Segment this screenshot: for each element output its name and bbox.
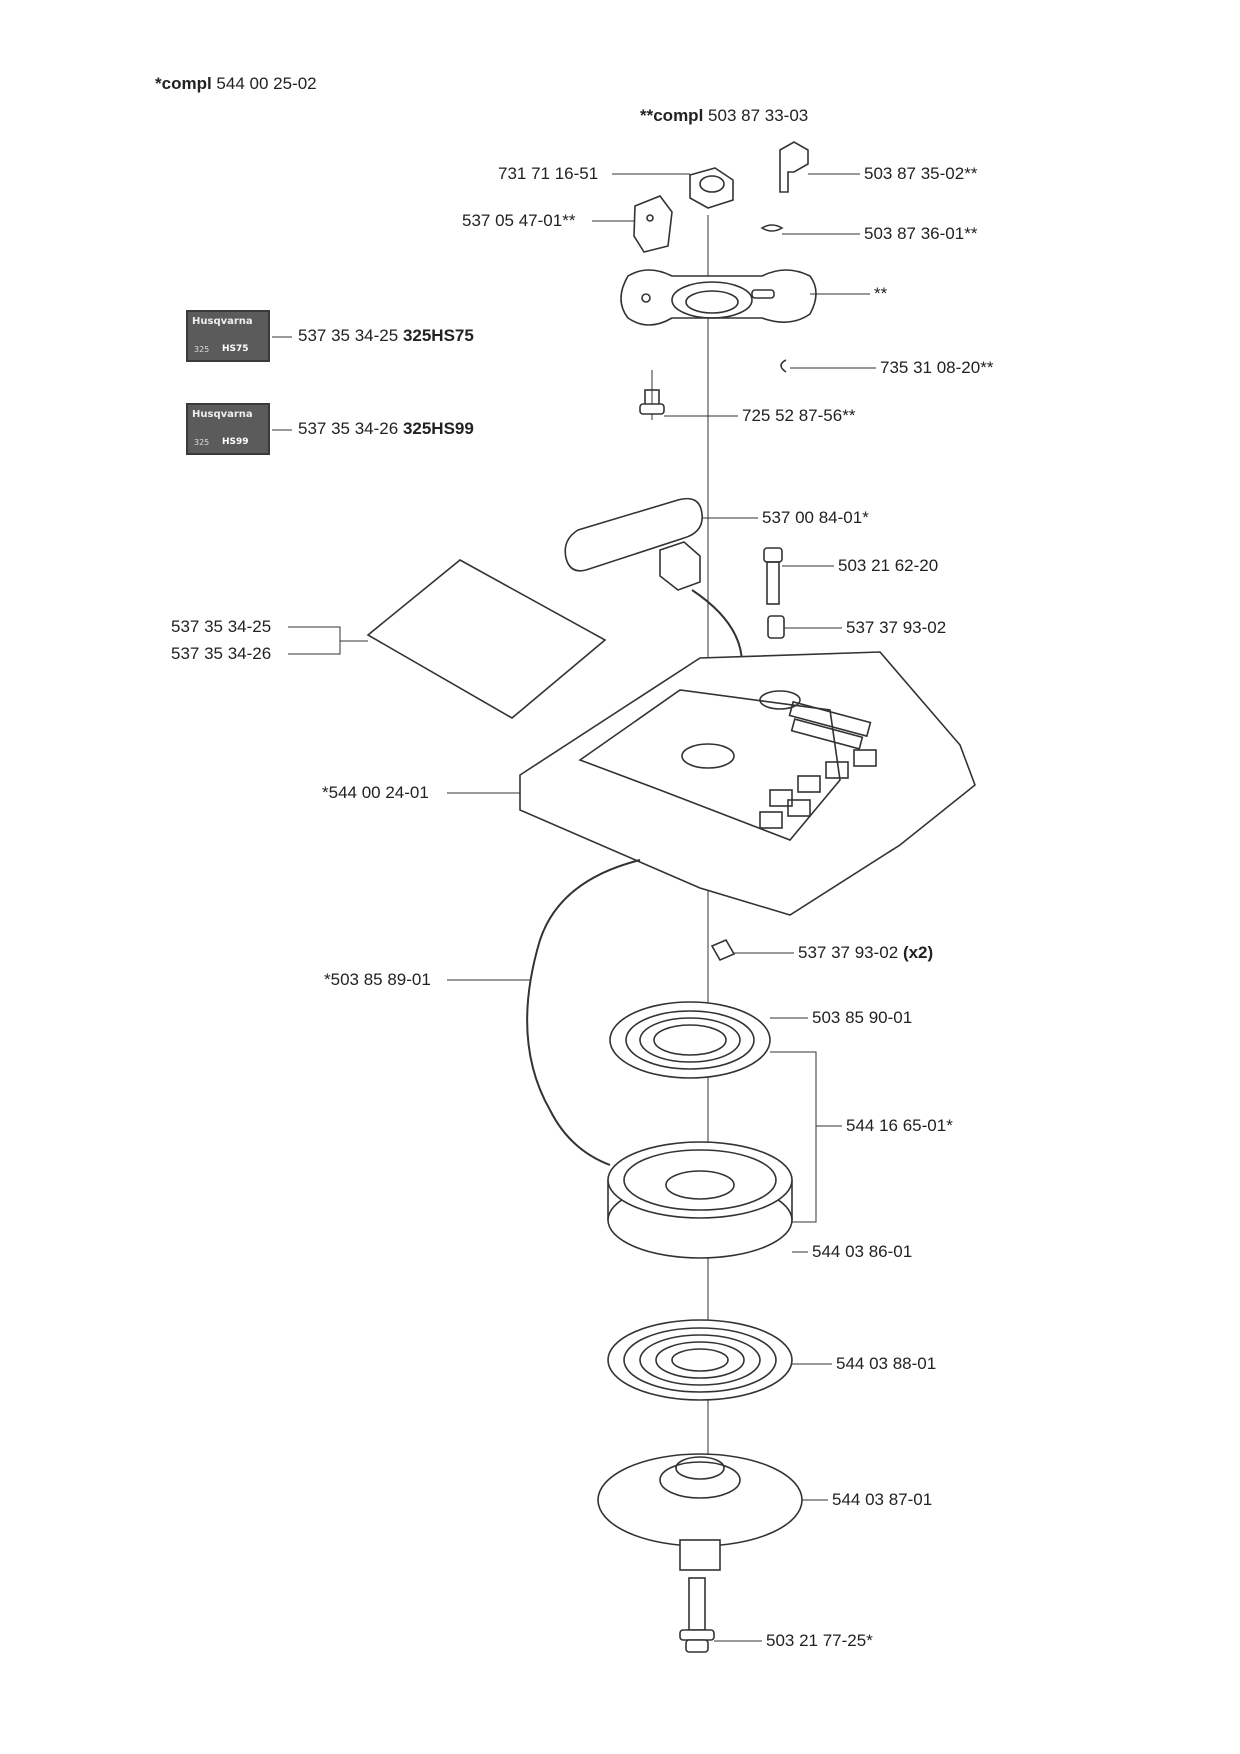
label-lever: 503 87 35-02** (864, 164, 978, 183)
decal-number: 325 (194, 438, 210, 447)
spring-cassette-part (609, 1001, 771, 1079)
knob-part (633, 195, 673, 253)
decal-label-325hs75: 537 35 34-25 325HS75 (298, 326, 474, 346)
decal-badge: HS99 (222, 437, 249, 447)
top-screw-part (763, 547, 783, 605)
label-pulley: 544 03 86-01 (812, 1242, 913, 1261)
hub-part (597, 1453, 803, 1571)
compl-note-2: **compl 503 87 33-03 (640, 106, 808, 126)
decal-sheet-part (366, 559, 607, 719)
label-top-sleeve: 537 37 93-02 (846, 618, 947, 637)
decal-model: 325HS75 (402, 326, 474, 345)
lever-part (779, 141, 809, 193)
label-pulley-assembly: 544 16 65-01* (846, 1116, 953, 1135)
decal-image-325hs75: Husqvarna 325 HS75 (186, 310, 270, 362)
label-spring-cassette: 503 85 90-01 (812, 1008, 913, 1027)
decal-brand: Husqvarna (192, 409, 253, 420)
label-small-spring: 503 87 36-01** (864, 224, 978, 243)
main-spring-part (607, 1319, 793, 1401)
compl-note-1: *compl 544 00 25-02 (155, 74, 317, 94)
label-bottom-screw: 503 21 77-25* (766, 1631, 873, 1650)
small-screw-part (639, 389, 665, 415)
label-knob: 537 05 47-01** (462, 211, 576, 230)
label-handle: 537 00 84-01* (762, 508, 869, 527)
pulley-part (607, 1141, 793, 1259)
handle-part (564, 497, 743, 681)
nut-part (689, 167, 734, 209)
housing-part (519, 651, 976, 916)
top-sleeve-part (767, 615, 785, 639)
label-top-screw: 503 21 62-20 (838, 556, 939, 575)
bottom-screw-part (679, 1577, 715, 1653)
label-nut: 731 71 16-51 (498, 164, 599, 183)
label-x2-sleeve: 537 37 93-02 (x2) (798, 943, 933, 963)
label-main-spring: 544 03 88-01 (836, 1354, 937, 1373)
circlip-part (780, 359, 787, 373)
label-small-screw: 725 52 87-56** (742, 406, 856, 425)
compl-number-1: 544 00 25-02 (216, 74, 317, 93)
decal-part-number: 537 35 34-26 (298, 419, 399, 438)
decal-part-number: 537 35 34-25 (298, 326, 399, 345)
x2-sleeve-number: 537 37 93-02 (798, 943, 899, 962)
x2-sleeve-part (710, 938, 736, 962)
label-circlip: 735 31 08-20** (880, 358, 994, 377)
rope-part (526, 859, 641, 1166)
decal-image-325hs99: Husqvarna 325 HS99 (186, 403, 270, 455)
bracket-part (620, 269, 817, 326)
decal-number: 325 (194, 345, 210, 354)
x2-sleeve-qty: (x2) (902, 943, 934, 962)
compl-prefix-1: *compl (155, 74, 212, 93)
label-decal-b: 537 35 34-26 (171, 644, 272, 663)
label-hub: 544 03 87-01 (832, 1490, 933, 1509)
decal-model: 325HS99 (402, 419, 474, 438)
label-housing: *544 00 24-01 (322, 783, 429, 802)
label-decal-a: 537 35 34-25 (171, 617, 272, 636)
label-bracket: ** (874, 284, 888, 303)
compl-number-2: 503 87 33-03 (708, 106, 809, 125)
small-spring-part (760, 224, 784, 232)
decal-label-325hs99: 537 35 34-26 325HS99 (298, 419, 474, 439)
label-rope: *503 85 89-01 (324, 970, 431, 989)
compl-prefix-2: **compl (640, 106, 704, 125)
decal-brand: Husqvarna (192, 316, 253, 327)
decal-badge: HS75 (222, 344, 249, 354)
